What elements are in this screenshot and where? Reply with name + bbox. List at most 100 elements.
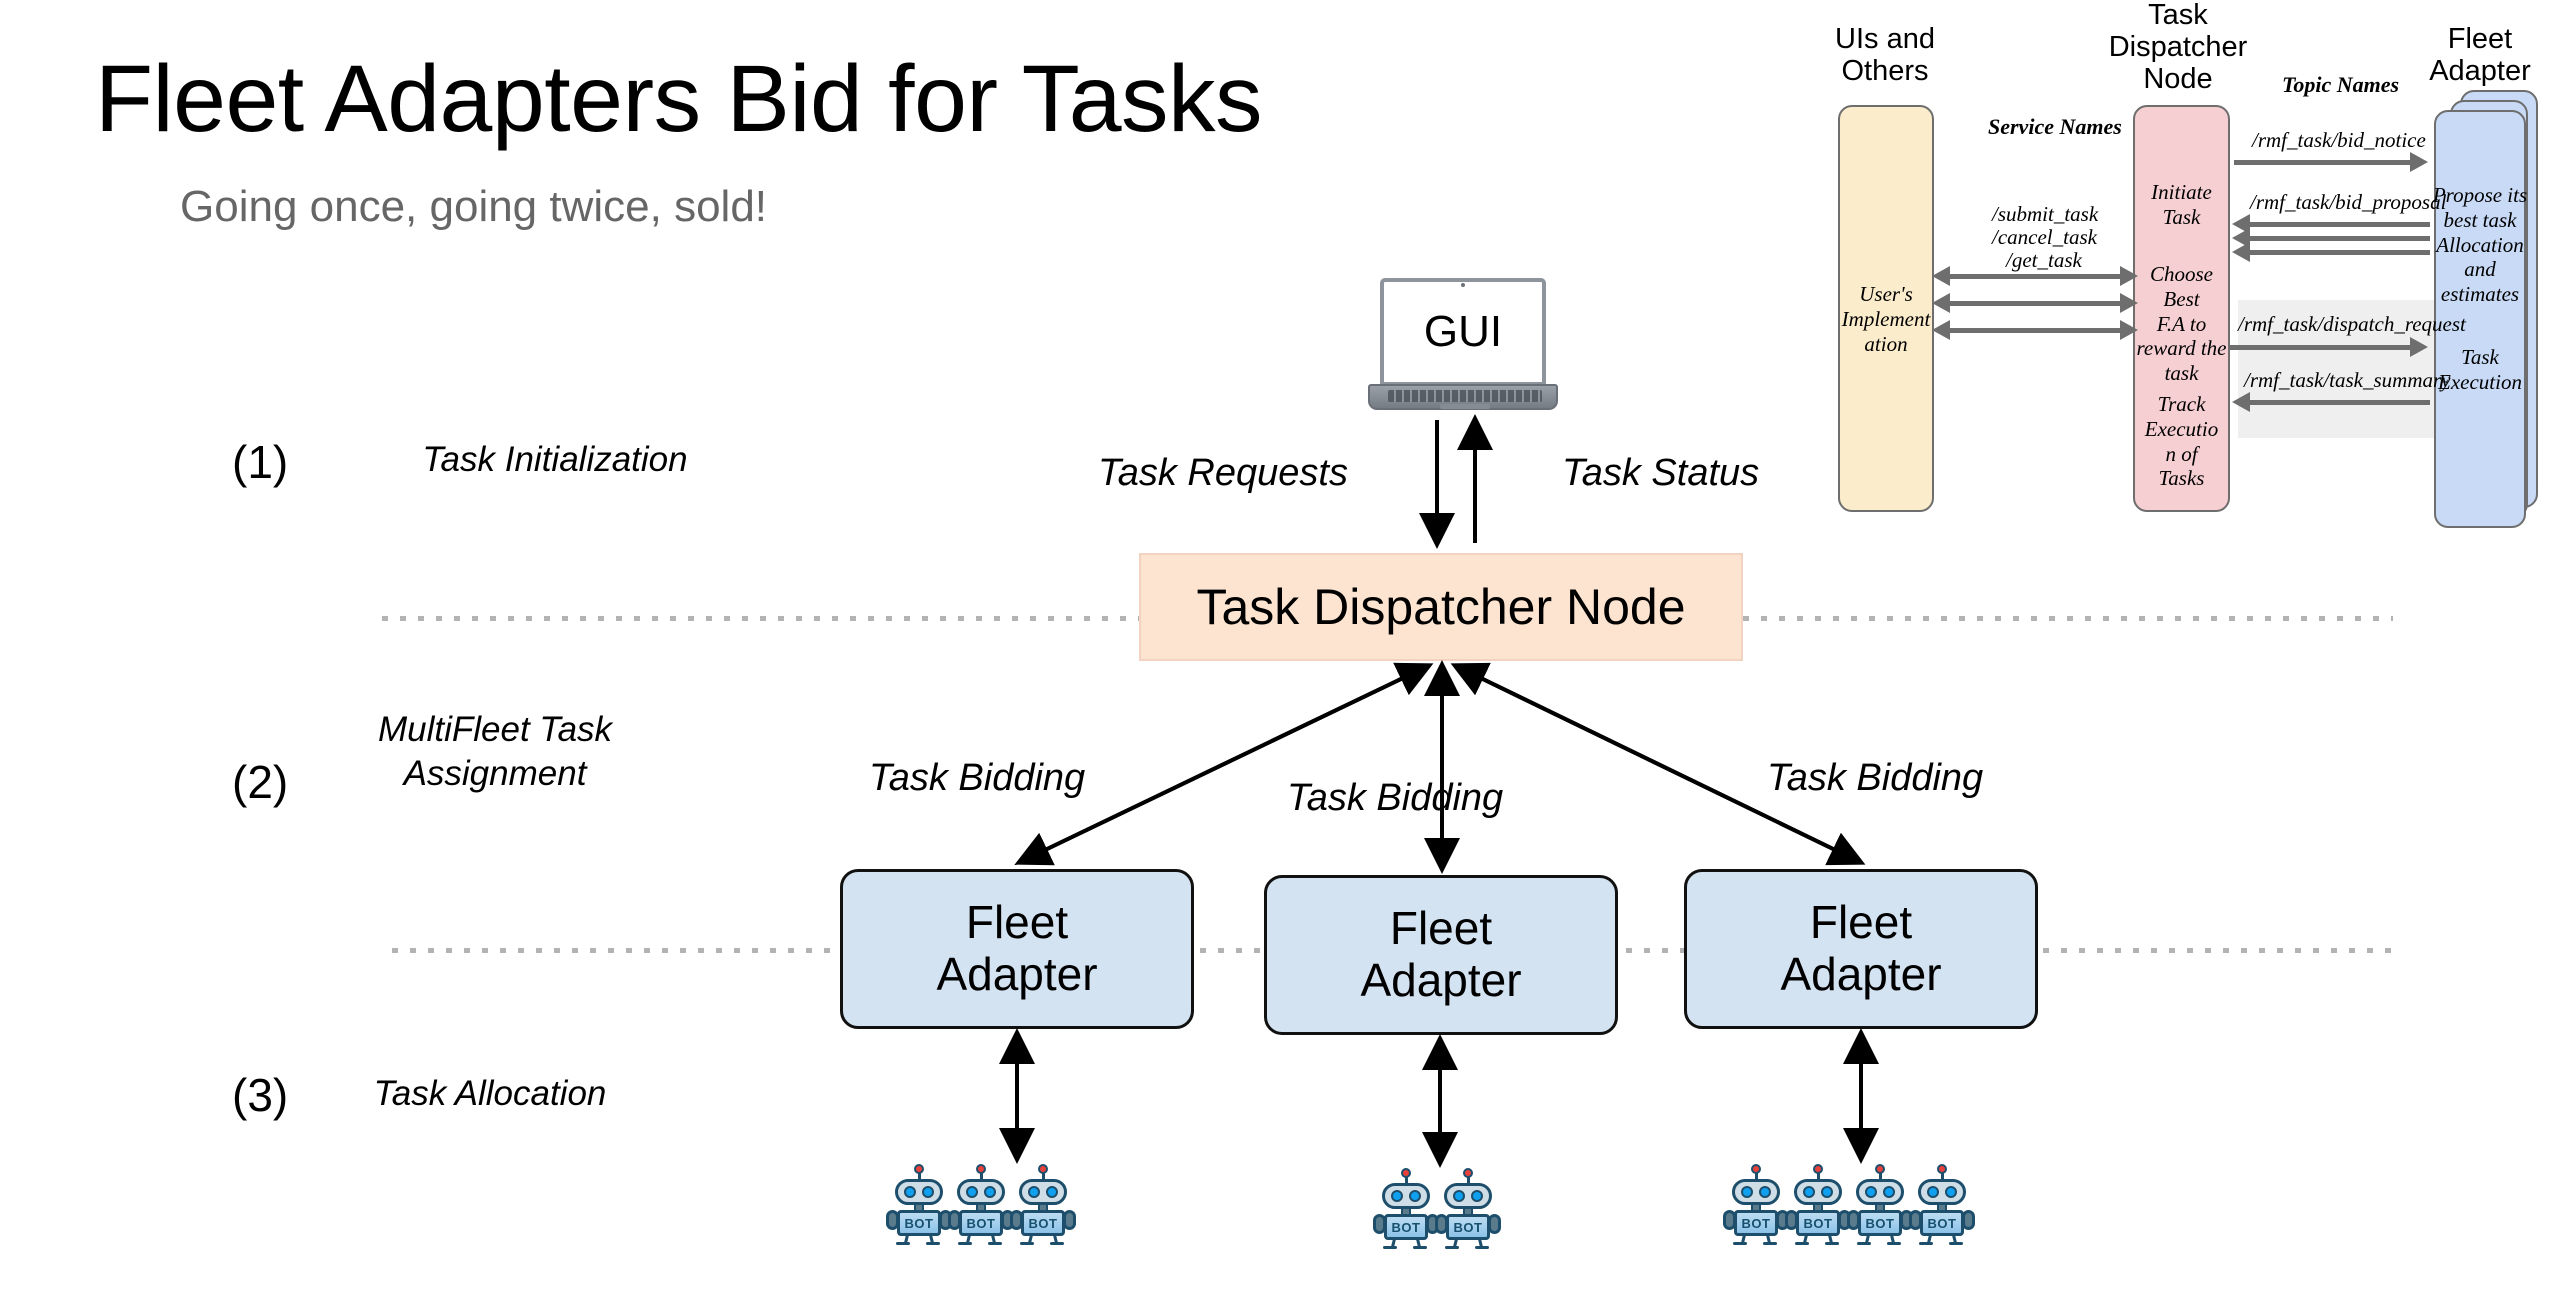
robot-body-label: BOT (1391, 1219, 1421, 1235)
robot-antenna-light-icon (1401, 1168, 1411, 1178)
robot-foot-left (1919, 1242, 1933, 1245)
robot-antenna-light-icon (1937, 1164, 1947, 1174)
robot-body: BOT (1384, 1214, 1428, 1240)
inset-uis-line1: UIs and (1835, 23, 1935, 55)
robot-head (1732, 1179, 1780, 1205)
separator-band-1 (382, 616, 1139, 621)
robot-head (1019, 1179, 1067, 1205)
laptop-screen: GUI (1380, 278, 1546, 386)
robot-eye-left (904, 1186, 916, 1198)
robot-body: BOT (959, 1210, 1003, 1236)
robot-foot-left (1383, 1246, 1397, 1249)
robot-antenna-icon (1466, 1172, 1470, 1186)
inset-uis-lane-text: User's Implement ation (1838, 282, 1934, 356)
inset-service-arrow-line-2 (1948, 328, 2128, 333)
inset-uis-line2: Others (1841, 54, 1929, 87)
robot-foot-left (1733, 1242, 1747, 1245)
robot-head (1794, 1179, 1842, 1205)
stage-label-2-line2: Assignment (403, 753, 587, 793)
robot-icon: BOT (948, 1164, 1014, 1245)
robot-antenna-light-icon (976, 1164, 986, 1174)
inset-topic-arrow-line-1b (2248, 236, 2430, 241)
robot-eye-right (1471, 1190, 1483, 1202)
inset-fa-propose-l4: and (2464, 257, 2496, 282)
inset-service-names-header: Service Names (1988, 114, 2122, 139)
fleet-adapter-3-line1: Fleet (1809, 896, 1913, 949)
robot-eye-right (922, 1186, 934, 1198)
inset-disp-step2-l2: F.A to (2156, 311, 2207, 336)
robot-body: BOT (897, 1210, 941, 1236)
robot-foot-left (1795, 1242, 1809, 1245)
robot-antenna-light-icon (914, 1164, 924, 1174)
inset-service-arrow-head-right-2 (2120, 320, 2138, 340)
inset-service-arrow-head-right-0 (2120, 266, 2138, 286)
inset-topic-names-header: Topic Names (2282, 72, 2400, 97)
robot-eye-left (1927, 1186, 1939, 1198)
task-bidding-label-1: Task Bidding (869, 757, 1086, 799)
inset-disp-step3-l1: Track (2157, 392, 2206, 416)
inset-gray-band (2238, 300, 2443, 438)
fleet-adapter-box-3[interactable]: Fleet Adapter (1684, 869, 2038, 1029)
robot-foot-right (1825, 1242, 1839, 1245)
inset-disp-step2-l4: task (2164, 361, 2199, 386)
laptop-camera-icon (1461, 283, 1465, 287)
inset-service-arrow-line-0 (1948, 274, 2128, 279)
inset-service-name-1: /cancel_task (1992, 225, 2097, 249)
robot-foot-left (1857, 1242, 1871, 1245)
inset-fa-propose-l2: best task (2443, 207, 2517, 232)
inset-topic-arrow-line-1c (2248, 250, 2430, 255)
robot-eye-left (1028, 1186, 1040, 1198)
task-requests-label: Task Requests (1098, 452, 1348, 494)
inset-dispatcher-step-3: Track Executio n of Tasks (2133, 392, 2230, 491)
gui-laptop[interactable]: GUI (1368, 278, 1558, 418)
fleet-adapter-1-line1: Fleet (965, 896, 1069, 949)
inset-lane-fleet-front[interactable] (2434, 110, 2526, 528)
task-dispatcher-node-box[interactable]: Task Dispatcher Node (1139, 553, 1743, 661)
laptop-base (1368, 384, 1558, 410)
inset-disp-step1-l2: Task (2162, 204, 2201, 229)
inset-fleet-line2: Adapter (2429, 54, 2531, 87)
inset-disp-step3-l4: Tasks (2158, 466, 2205, 491)
robot-foot-right (1949, 1242, 1963, 1245)
robot-antenna-icon (1816, 1168, 1820, 1182)
robot-antenna-icon (917, 1168, 921, 1182)
robot-eye-left (966, 1186, 978, 1198)
inset-fa-propose-l1: Propose its (2432, 183, 2528, 207)
robot-antenna-icon (1754, 1168, 1758, 1182)
inset-disp-line2: Dispatcher (2108, 30, 2248, 63)
inset-fa-exec-l1: Task (2461, 345, 2499, 369)
fleet-adapter-2-line2: Adapter (1360, 954, 1522, 1006)
fleet-adapter-box-2[interactable]: Fleet Adapter (1264, 875, 1618, 1035)
robot-eye-right (1945, 1186, 1957, 1198)
page-title: Fleet Adapters Bid for Tasks (95, 46, 1263, 152)
inset-service-name-0: /submit_task (1992, 202, 2099, 226)
inset-topic-1: /rmf_task/bid_proposal (2250, 190, 2447, 214)
inset-topic-arrow-line-3 (2248, 400, 2430, 405)
robot-antenna-light-icon (1463, 1168, 1473, 1178)
task-bidding-label-2: Task Bidding (1287, 777, 1504, 819)
inset-disp-step2-l3: reward the (2136, 336, 2227, 361)
robot-body: BOT (1446, 1214, 1490, 1240)
robot-foot-left (958, 1242, 972, 1245)
inset-disp-line1: Task (2148, 0, 2208, 31)
robot-foot-left (896, 1242, 910, 1245)
robot-eye-right (1409, 1190, 1421, 1202)
robot-icon: BOT (1723, 1164, 1789, 1245)
robot-body: BOT (1734, 1210, 1778, 1236)
robot-antenna-icon (1041, 1168, 1045, 1182)
robot-eye-right (1883, 1186, 1895, 1198)
robot-antenna-icon (1404, 1172, 1408, 1186)
robot-head (1382, 1183, 1430, 1209)
fleet-adapter-box-1[interactable]: Fleet Adapter (840, 869, 1194, 1029)
robot-body-label: BOT (966, 1215, 996, 1231)
robot-body-label: BOT (1927, 1215, 1957, 1231)
inset-column-title-dispatcher: Task Dispatcher Node (2098, 0, 2258, 96)
robot-foot-right (1887, 1242, 1901, 1245)
robot-head (1918, 1179, 1966, 1205)
robot-foot-right (926, 1242, 940, 1245)
robot-antenna-icon (1940, 1168, 1944, 1182)
separator-band-1-right (1743, 616, 2393, 621)
inset-service-name-2: /get_task (2006, 248, 2082, 272)
